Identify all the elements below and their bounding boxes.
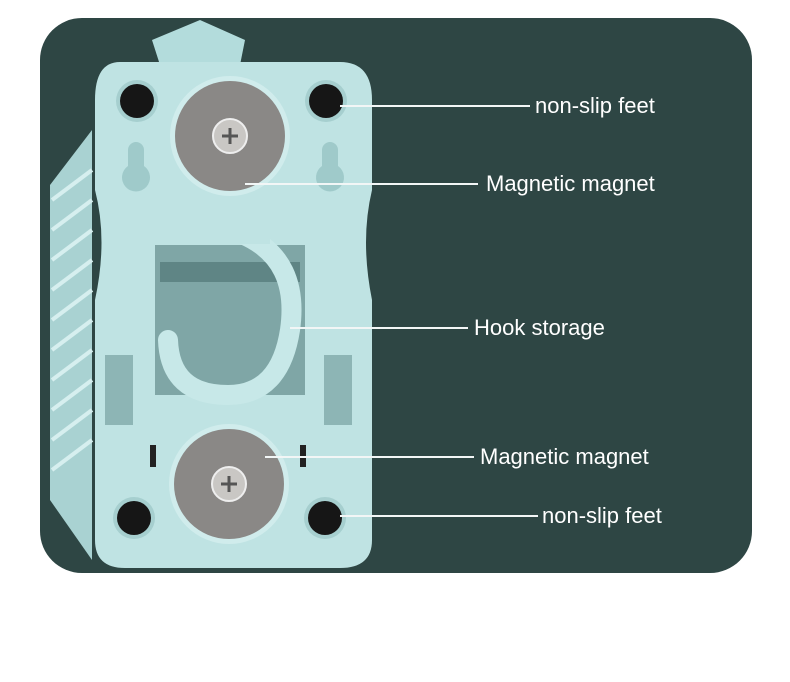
top-clip xyxy=(152,20,245,65)
callout-label-feet-bottom: non-slip feet xyxy=(542,503,662,528)
callout-label-hook: Hook storage xyxy=(474,315,605,340)
hook-storage xyxy=(105,222,352,467)
callout-label-feet-top: non-slip feet xyxy=(535,93,655,118)
side-fins xyxy=(50,130,94,560)
non-slip-feet xyxy=(113,80,347,539)
callout-label-magnet-top: Magnetic magnet xyxy=(486,171,655,196)
callout-label-magnet-bottom: Magnetic magnet xyxy=(480,444,649,469)
magnet-bottom xyxy=(169,424,289,544)
callout-line-magnet-bottom xyxy=(265,456,474,458)
magnet-top xyxy=(170,76,290,196)
callout-line-hook xyxy=(290,327,468,329)
callout-line-magnet-top xyxy=(245,183,478,185)
callout-line-feet-bottom xyxy=(340,515,538,517)
keyhole-slot-left xyxy=(122,142,151,192)
callout-line-feet-top xyxy=(340,105,530,107)
keyhole-slot-right xyxy=(316,142,345,192)
